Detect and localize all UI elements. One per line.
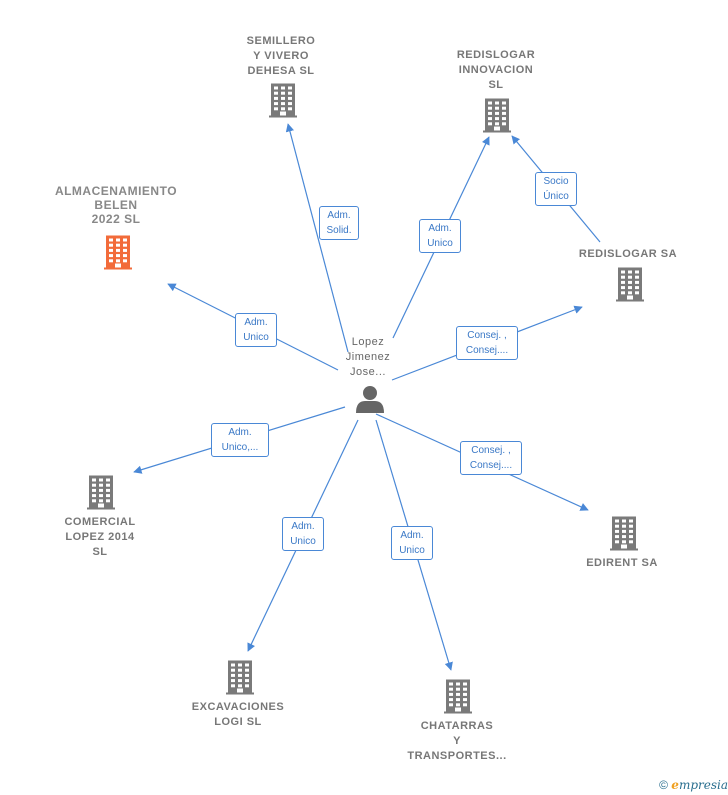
company-label-line: 2022 SL	[91, 212, 141, 226]
company-label-redislogar-sa[interactable]: REDISLOGAR SA	[568, 247, 688, 262]
building-icon-semillero[interactable]	[269, 83, 297, 118]
building-icon-redislogar-sa[interactable]	[616, 267, 644, 302]
edge-label-line: Adm.	[428, 223, 452, 234]
company-label-line: REDISLOGAR	[456, 49, 536, 61]
company-label-line: Y VIVERO	[253, 50, 309, 62]
edge-label-almacenamiento[interactable]: Adm. Unico	[235, 313, 277, 347]
company-label-line: SL	[488, 79, 504, 91]
building-icon-redislogar-innovacion[interactable]	[483, 98, 511, 133]
edge-label-line: Adm.	[244, 317, 268, 328]
company-label-line: INNOVACION	[458, 64, 534, 76]
company-label-line: LOGI SL	[214, 716, 262, 728]
edge-label-line: Consej....	[469, 460, 513, 471]
edge-label-line: Consej....	[465, 345, 509, 356]
person-label-line: Jimenez	[345, 351, 391, 363]
edge-label-line: Unico	[243, 332, 269, 343]
company-label-line: COMERCIAL	[64, 516, 136, 528]
company-label-line: BELEN	[94, 198, 138, 212]
company-label-semillero[interactable]: SEMILLERO Y VIVERO DEHESA SL	[226, 34, 336, 79]
company-label-line: CHATARRAS	[420, 720, 494, 732]
footer: © empresia	[659, 778, 728, 792]
company-label-redislogar-innovacion[interactable]: REDISLOGAR INNOVACION SL	[441, 48, 551, 93]
edge-label-chatarras[interactable]: Adm. Unico	[391, 526, 433, 560]
edge-label-line: Unico	[427, 238, 453, 249]
brand-logo[interactable]: empresia	[671, 778, 728, 792]
company-label-line: SL	[92, 546, 108, 558]
edge-label-line: Solid.	[326, 225, 352, 236]
company-label-line: DEHESA SL	[247, 65, 315, 77]
company-label-line: TRANSPORTES...	[407, 750, 507, 762]
company-label-line: ALMACENAMIENTO	[54, 184, 178, 198]
company-label-chatarras[interactable]: CHATARRAS Y TRANSPORTES...	[397, 719, 517, 764]
edge-label-line: Consej. ,	[467, 330, 507, 341]
edge-label-comercial-lopez[interactable]: Adm. Unico,...	[211, 423, 269, 457]
edge-label-line: Socio	[543, 176, 569, 187]
company-label-line: SEMILLERO	[246, 35, 316, 47]
company-label-excavaciones[interactable]: EXCAVACIONES LOGI SL	[178, 700, 298, 730]
building-icon-edirent[interactable]	[610, 516, 638, 551]
edge-label-redislogar-innovacion[interactable]: Adm. Unico	[419, 219, 461, 253]
edge-label-line: Consej. ,	[471, 445, 511, 456]
edge-label-line: Unico,...	[221, 442, 259, 453]
building-icon-comercial-lopez[interactable]	[87, 475, 115, 510]
edge-label-line: Adm.	[327, 210, 351, 221]
edge-label-semillero[interactable]: Adm. Solid.	[319, 206, 359, 240]
person-icon[interactable]	[356, 386, 384, 413]
edge-semillero	[285, 123, 349, 353]
edge-label-line: Unico	[290, 536, 316, 547]
building-icon-almacenamiento[interactable]	[104, 235, 132, 270]
person-label-line: Lopez	[351, 336, 385, 348]
edge-label-edirent[interactable]: Consej. , Consej....	[460, 441, 522, 475]
company-label-line: REDISLOGAR SA	[578, 248, 678, 260]
edge-label-line: Unico	[399, 545, 425, 556]
edge-label-line: Adm.	[400, 530, 424, 541]
person-label-line: Jose...	[350, 366, 386, 378]
nodes-layer	[87, 83, 644, 714]
edge-label-line: Adm.	[291, 521, 315, 532]
edge-label-line: Adm.	[228, 427, 252, 438]
edge-label-redislogar-sa[interactable]: Consej. , Consej....	[456, 326, 518, 360]
copyright-symbol: ©	[659, 778, 668, 792]
building-icon-chatarras[interactable]	[444, 679, 472, 714]
company-label-line: LOPEZ 2014	[65, 531, 135, 543]
company-label-edirent[interactable]: EDIRENT SA	[567, 556, 677, 571]
company-label-line: EDIRENT SA	[586, 557, 658, 569]
building-icon-excavaciones[interactable]	[226, 660, 254, 695]
company-label-line: Y	[453, 735, 461, 747]
edge-label-line: Único	[543, 191, 569, 202]
company-label-line: EXCAVACIONES	[191, 701, 285, 713]
edge-label-excavaciones[interactable]: Adm. Unico	[282, 517, 324, 551]
